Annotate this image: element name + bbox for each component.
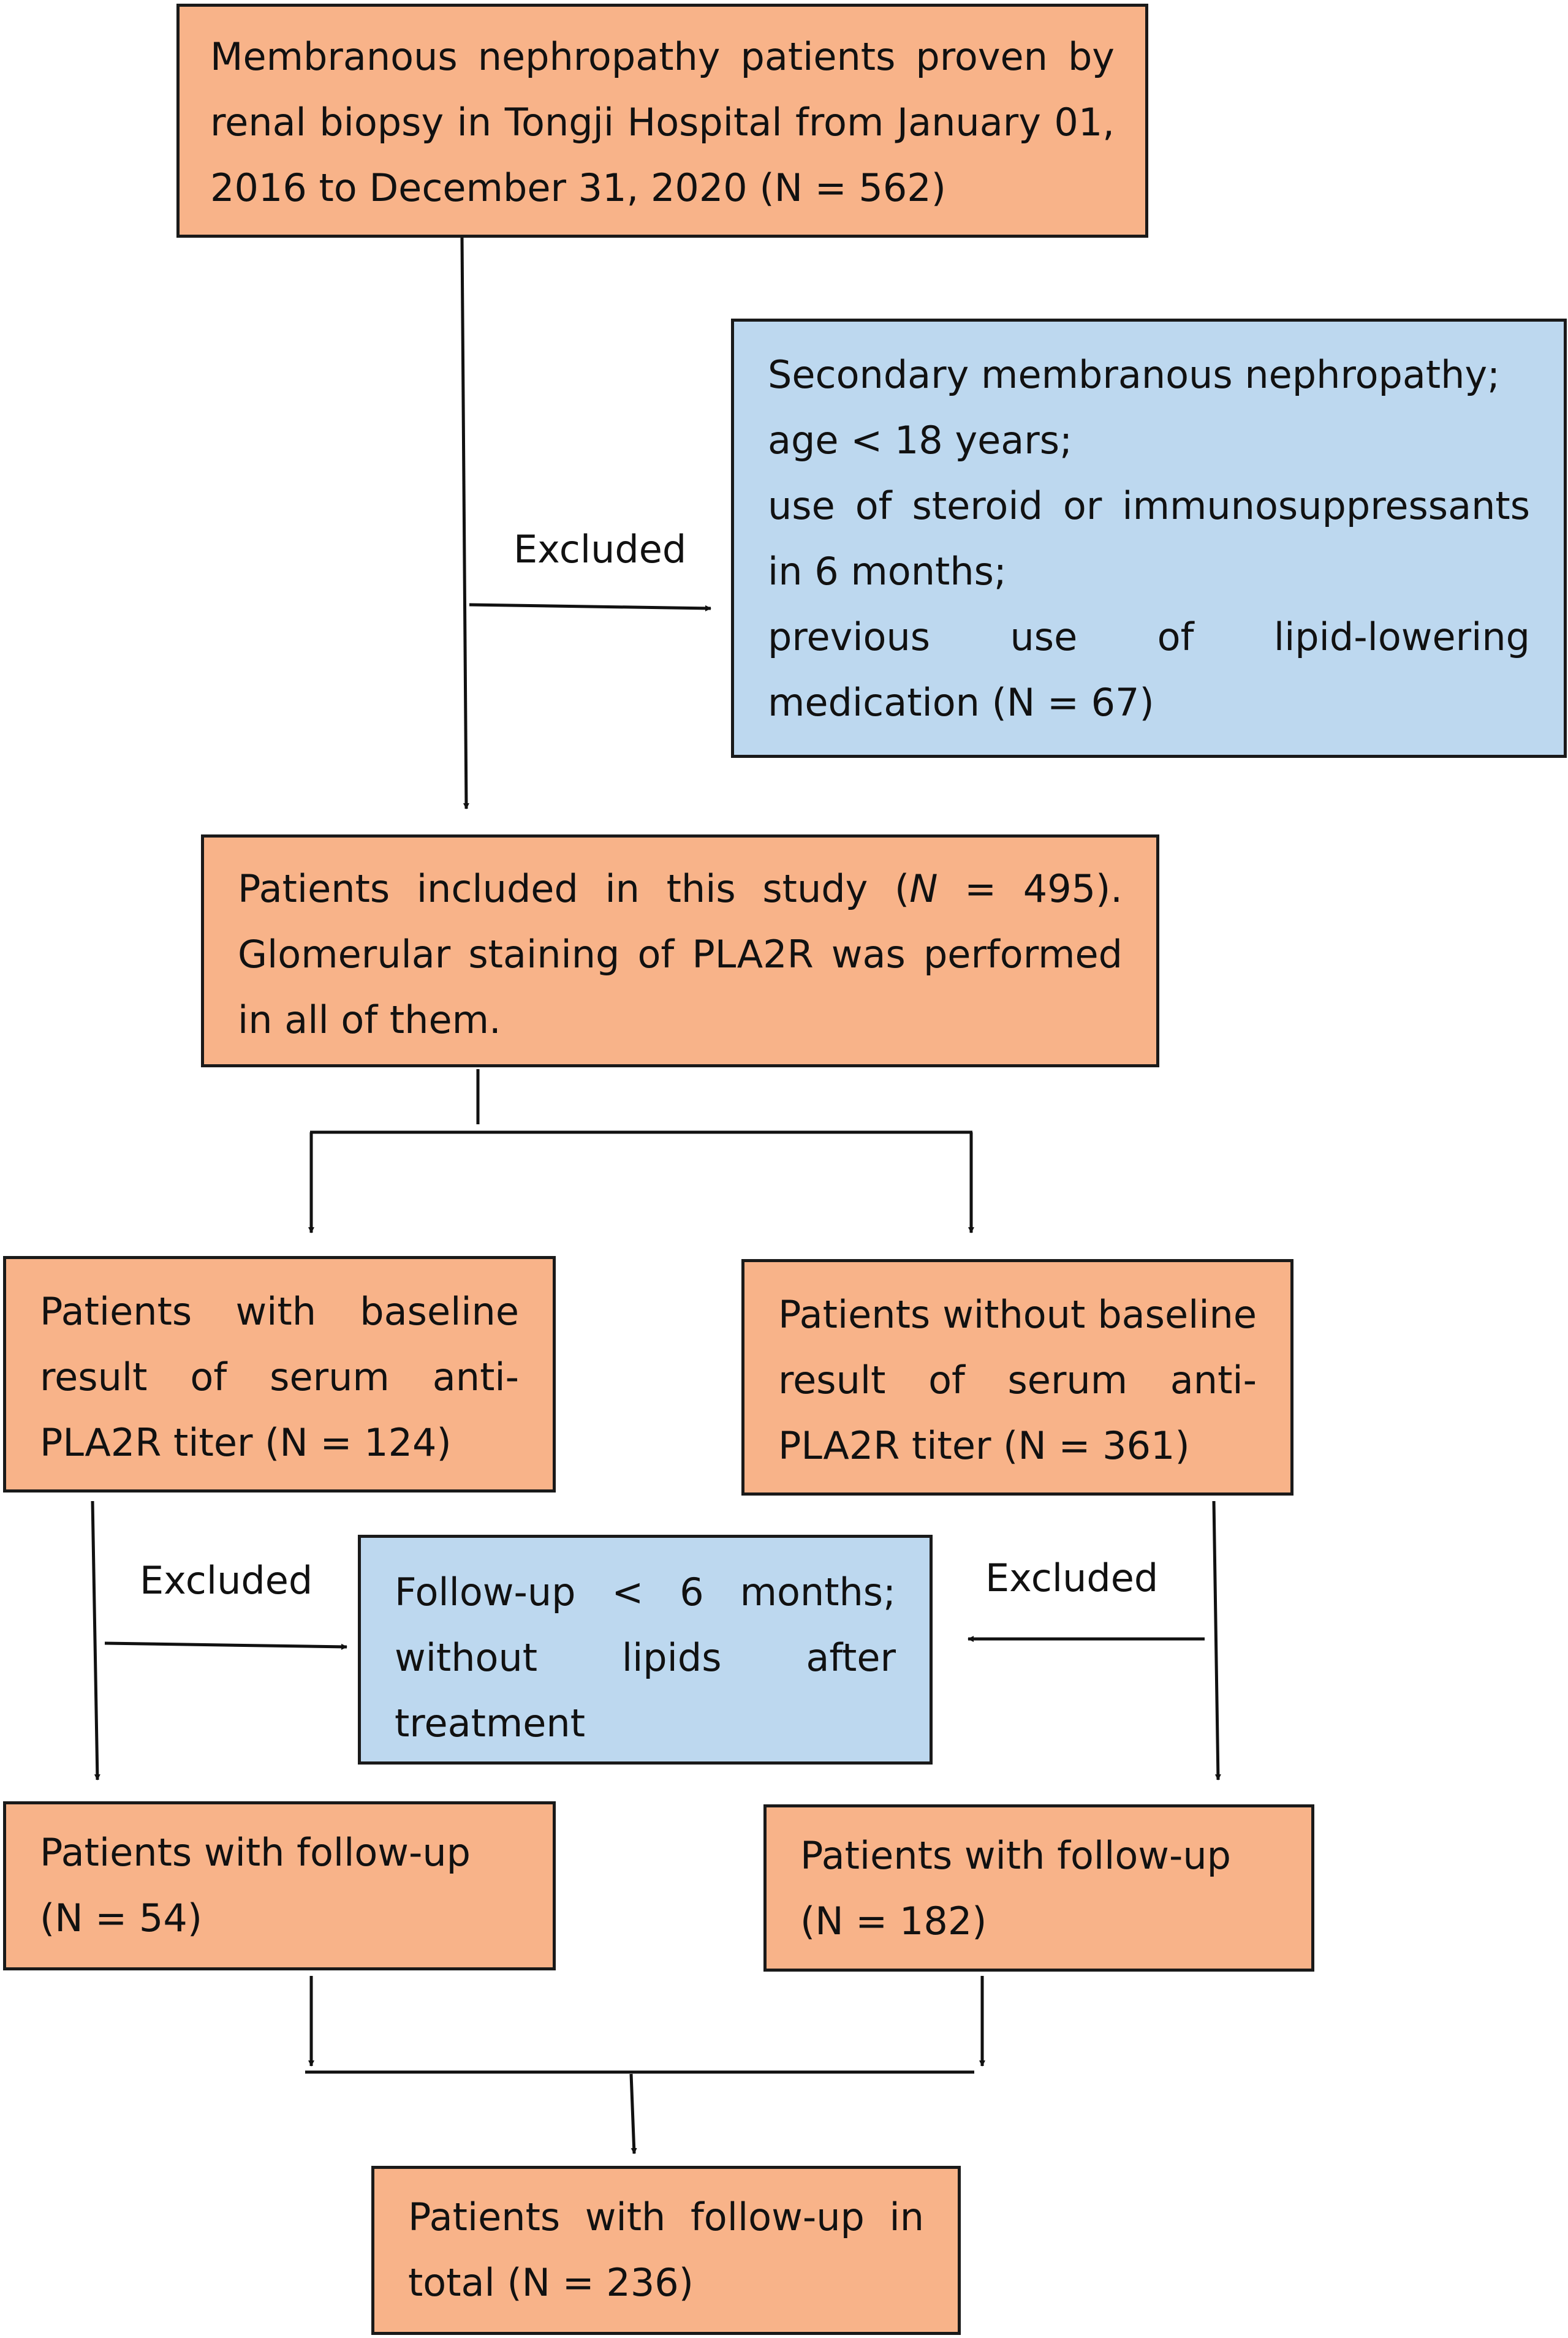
exclusion-1-item-2: age < 18 years; [768,418,1072,463]
arrow-right-to-followup [1212,1500,1221,1780]
box-source-text: Membranous nephropathy patients proven b… [210,34,1115,210]
box-without-baseline-text: Patients without baseline result of seru… [778,1292,1257,1468]
label-excluded-right: Excluded [985,1556,1159,1600]
box-followup-left: Patients with follow-up (N = 54) [3,1801,556,1970]
exclusion-1-item-1: Secondary membranous nephropathy; [768,352,1501,397]
box-followup-right: Patients with follow-up (N = 182) [763,1804,1314,1972]
box-exclusion-2-text: Follow-up < 6 months; without lipids aft… [395,1570,896,1746]
label-excluded-top: Excluded [513,527,687,572]
box-with-baseline: Patients with baseline result of serum a… [3,1256,556,1492]
arrow-source-to-included [460,237,469,809]
exclusion-1-item-3: use of steroid or immunosuppressants in … [768,483,1530,594]
box-followup-left-text: Patients with follow-up (N = 54) [40,1830,471,1940]
label-excluded-left: Excluded [140,1558,313,1603]
box-included-text: Patients included in this study (N = 495… [238,856,1123,1053]
box-total-text: Patients with follow-up in total (N = 23… [408,2195,924,2305]
exclusion-1-item-4: previous use of lipid-lowering medicatio… [768,615,1530,725]
arrow-left-to-exclusion-2 [104,1641,347,1650]
arrow-left-to-followup [91,1500,100,1780]
included-n-symbol: N [909,866,938,911]
box-followup-right-text: Patients with follow-up (N = 182) [800,1833,1232,1943]
box-total: Patients with follow-up in total (N = 23… [371,2166,961,2335]
box-with-baseline-text: Patients with baseline result of serum a… [40,1289,519,1465]
arrow-merge-to-total [629,2073,637,2154]
box-source: Membranous nephropathy patients proven b… [176,4,1148,238]
arrow-to-exclusion-1 [469,603,711,611]
included-suffix: = 495). Glomerular staining of PLA2R was… [238,866,1123,1042]
box-exclusion-1: Secondary membranous nephropathy; age < … [731,319,1567,758]
included-prefix: Patients included in this study ( [238,866,910,911]
box-included: Patients included in this study (N = 495… [201,834,1159,1067]
box-exclusion-2: Follow-up < 6 months; without lipids aft… [358,1535,933,1765]
box-without-baseline: Patients without baseline result of seru… [741,1259,1293,1496]
